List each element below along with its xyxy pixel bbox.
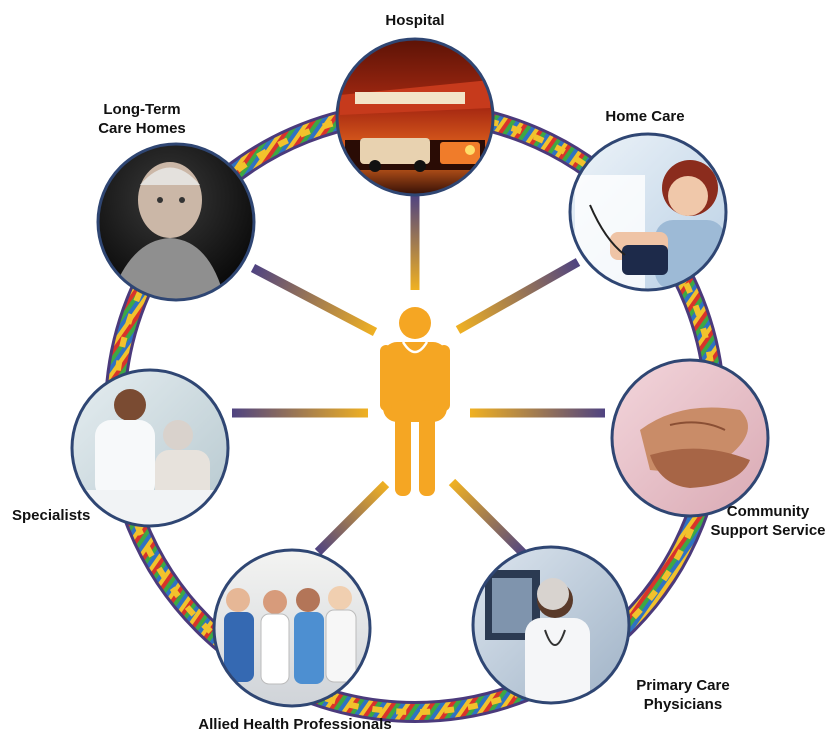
spoke-long-term [250,264,378,336]
label-home-care: Home Care [605,108,685,125]
label-allied-health: Allied Health Professionals [198,716,392,733]
long-term-care-photo [96,142,256,302]
hospital-photo [335,37,495,197]
connector-spokes [232,195,605,559]
label-specialists: Specialists [12,507,91,524]
allied-health-photo [212,548,372,708]
specialists-photo [70,368,230,528]
label-long-term-care: Long-Term Care Homes [98,101,186,137]
spoke-primary-care [448,478,529,559]
label-community-support: Community Support Service [710,503,826,539]
community-support-photo [610,358,770,518]
label-primary-care: Primary Care Physicians [636,677,730,713]
home-care-photo [568,132,728,292]
spoke-allied-health [314,480,390,556]
spoke-home-care [455,258,581,334]
label-hospital: Hospital [385,12,445,29]
primary-care-photo [471,545,631,705]
person-icon [380,307,450,496]
